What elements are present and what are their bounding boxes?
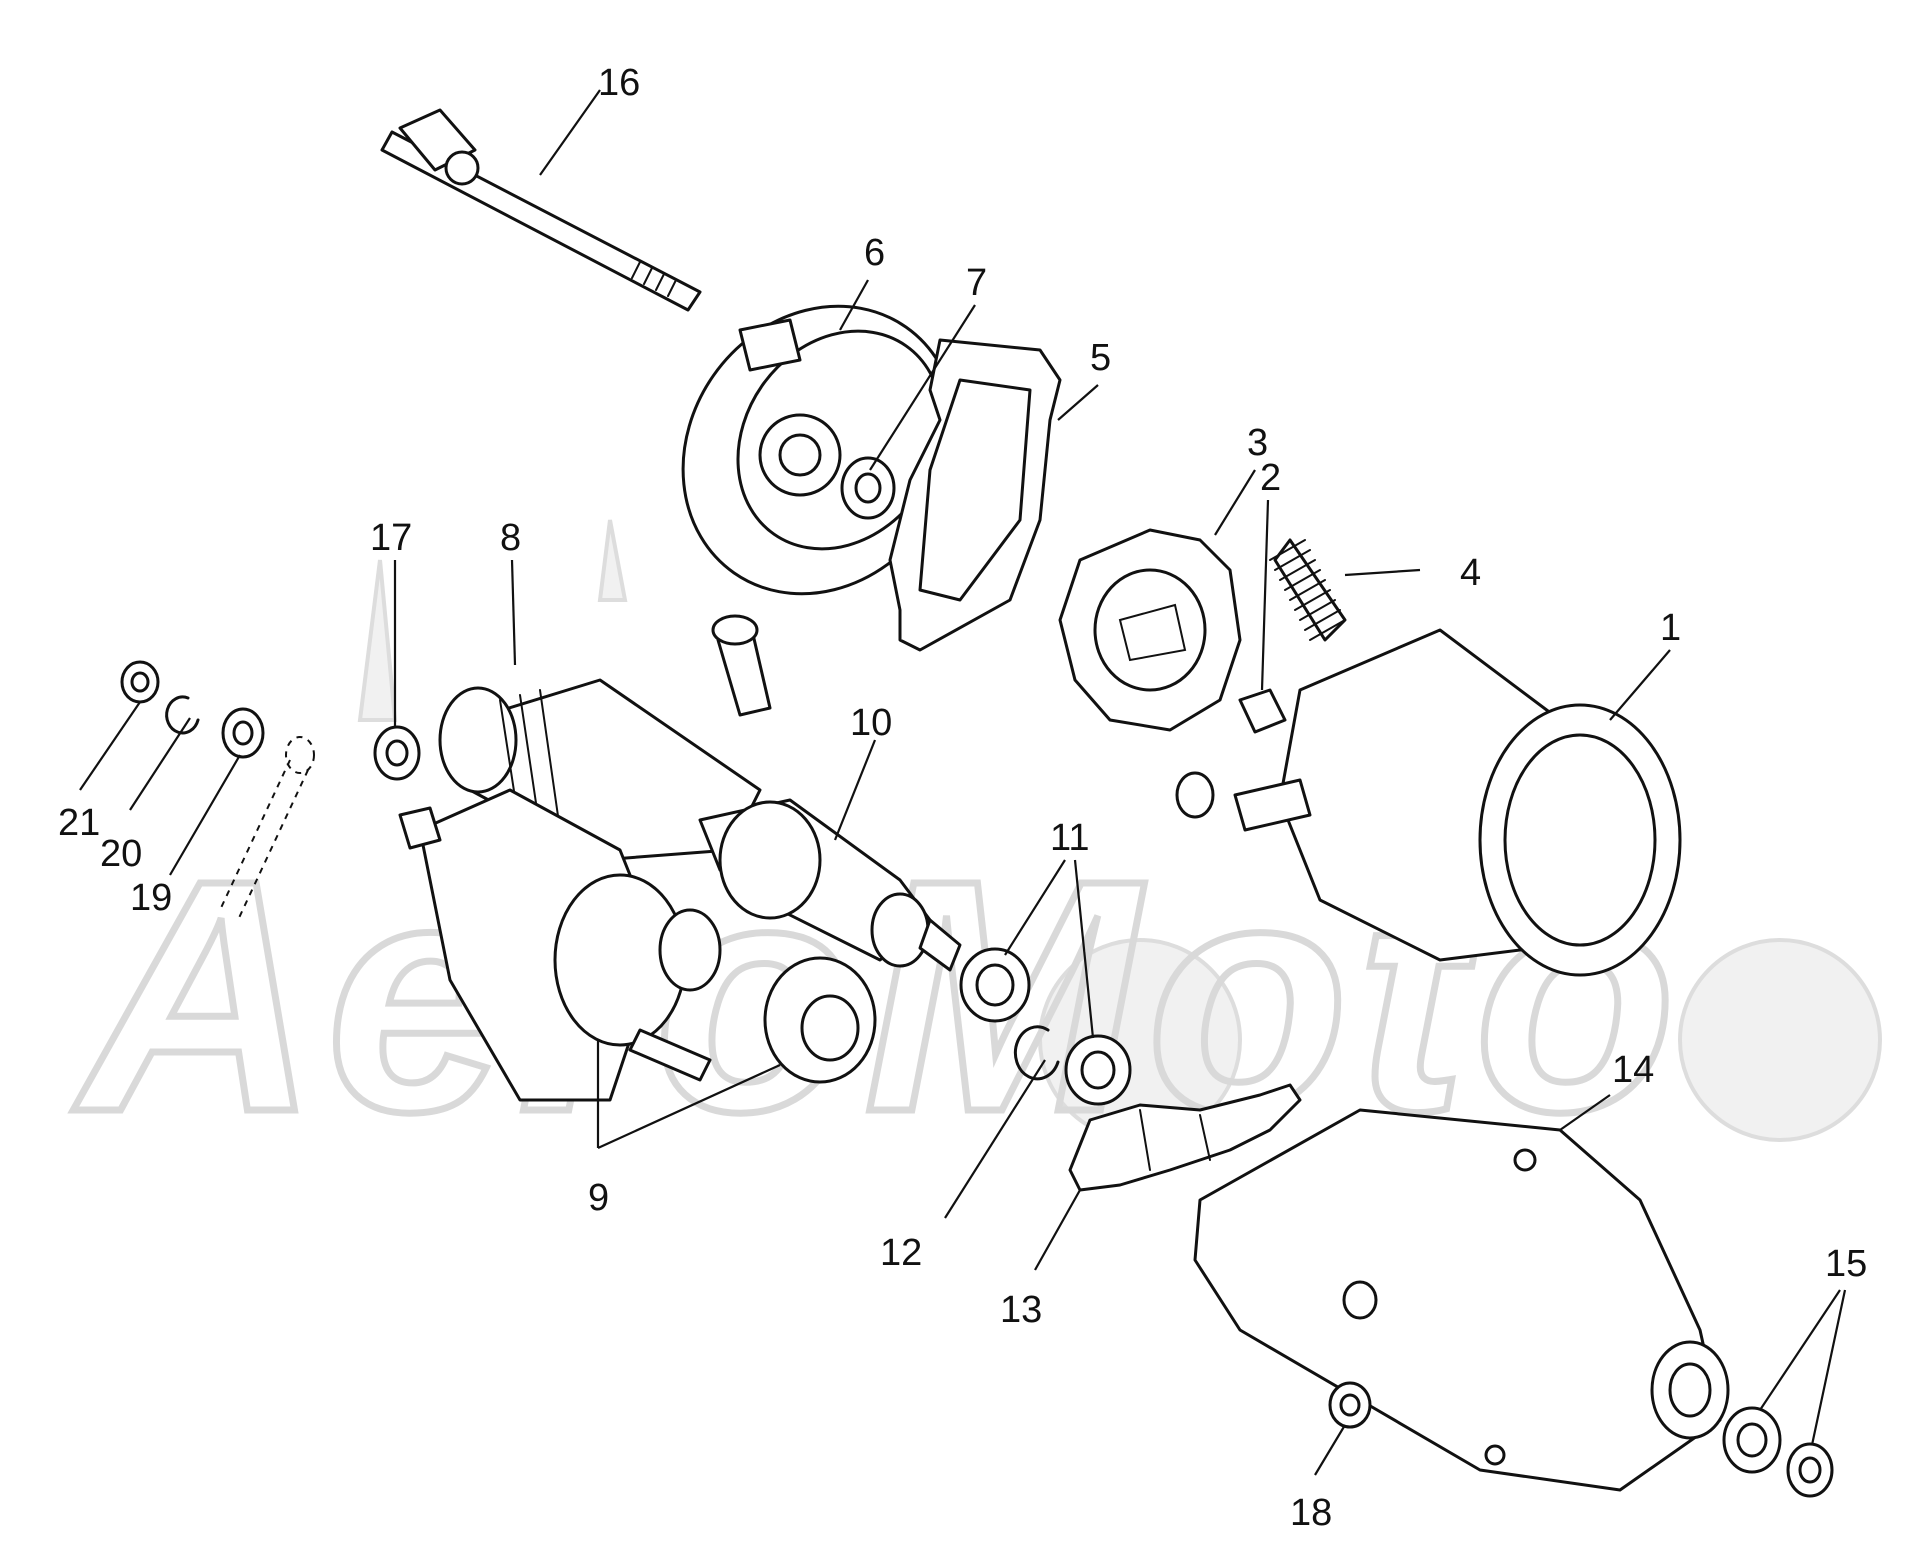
leader-5 xyxy=(1057,384,1099,421)
callout-18: 18 xyxy=(1290,1492,1332,1534)
leader-13 xyxy=(1034,1189,1081,1271)
leader-16 xyxy=(539,89,601,176)
callout-2: 2 xyxy=(1260,457,1281,499)
leader-19 xyxy=(169,754,241,876)
part-17-nut xyxy=(373,725,421,781)
part-15-bush-washer xyxy=(1722,1406,1834,1498)
part-9-solenoid xyxy=(398,788,877,1102)
callout-21: 21 xyxy=(58,802,100,844)
part-18-nut xyxy=(1328,1381,1372,1429)
part-12-circlip xyxy=(1013,1025,1060,1081)
part-19-washer xyxy=(221,707,265,759)
callout-4: 4 xyxy=(1460,552,1481,594)
leader-11 xyxy=(1004,859,1095,1039)
callout-9: 9 xyxy=(588,1177,609,1219)
leader-6 xyxy=(839,279,869,331)
leader-15 xyxy=(1759,1289,1847,1446)
callout-12: 12 xyxy=(880,1232,922,1274)
leader-18 xyxy=(1314,1424,1346,1476)
leader-1 xyxy=(1609,649,1671,721)
callout-3: 3 xyxy=(1247,422,1268,464)
callout-1: 1 xyxy=(1660,607,1681,649)
part-20-lock-washer xyxy=(165,695,200,735)
leader-2 xyxy=(1260,499,1270,691)
leader-3 xyxy=(1214,469,1256,536)
part-14-drive-end-housing xyxy=(1193,1108,1730,1492)
part-10-drive-pinion xyxy=(698,798,962,972)
part-3-brush-holder xyxy=(1058,528,1242,732)
part-1-yoke-housing xyxy=(1175,628,1682,977)
callout-20: 20 xyxy=(100,833,142,875)
part-19-stud-dashed xyxy=(219,736,315,921)
part-11-bush-washer xyxy=(959,947,1132,1106)
part-4-spring xyxy=(1269,538,1347,642)
part-16-through-bolt xyxy=(380,108,702,312)
watermark-tower xyxy=(357,559,398,722)
leader-20 xyxy=(129,717,191,811)
leader-9 xyxy=(596,1040,781,1150)
leader-21 xyxy=(79,701,141,791)
part-7-bushing xyxy=(840,456,896,520)
leader-8 xyxy=(510,559,517,666)
callout-17: 17 xyxy=(370,517,412,559)
leader-lines xyxy=(79,89,1847,1476)
callout-labels: 16 6 7 5 3 2 4 1 17 8 10 11 9 12 13 14 1… xyxy=(58,62,1867,1534)
callout-8: 8 xyxy=(500,517,521,559)
leader-7 xyxy=(869,304,976,471)
callout-10: 10 xyxy=(850,702,892,744)
leader-14 xyxy=(1559,1094,1611,1131)
callout-7: 7 xyxy=(966,262,987,304)
watermark-wheel xyxy=(1678,938,1882,1142)
part-brush-pin xyxy=(711,614,772,717)
leader-10 xyxy=(833,739,877,841)
callout-19: 19 xyxy=(130,877,172,919)
leader-12 xyxy=(944,1059,1046,1219)
callout-16: 16 xyxy=(598,62,640,104)
callout-11: 11 xyxy=(1050,817,1089,859)
part-5-brush-plate xyxy=(888,338,1062,652)
part-2-brush xyxy=(1238,688,1287,734)
callout-15: 15 xyxy=(1825,1243,1867,1285)
callout-13: 13 xyxy=(1000,1289,1042,1331)
callout-5: 5 xyxy=(1090,337,1111,379)
watermark-spire xyxy=(597,519,628,602)
part-21-nut xyxy=(120,660,160,704)
leader-4 xyxy=(1344,568,1421,577)
callout-6: 6 xyxy=(864,232,885,274)
callout-14: 14 xyxy=(1612,1049,1654,1091)
